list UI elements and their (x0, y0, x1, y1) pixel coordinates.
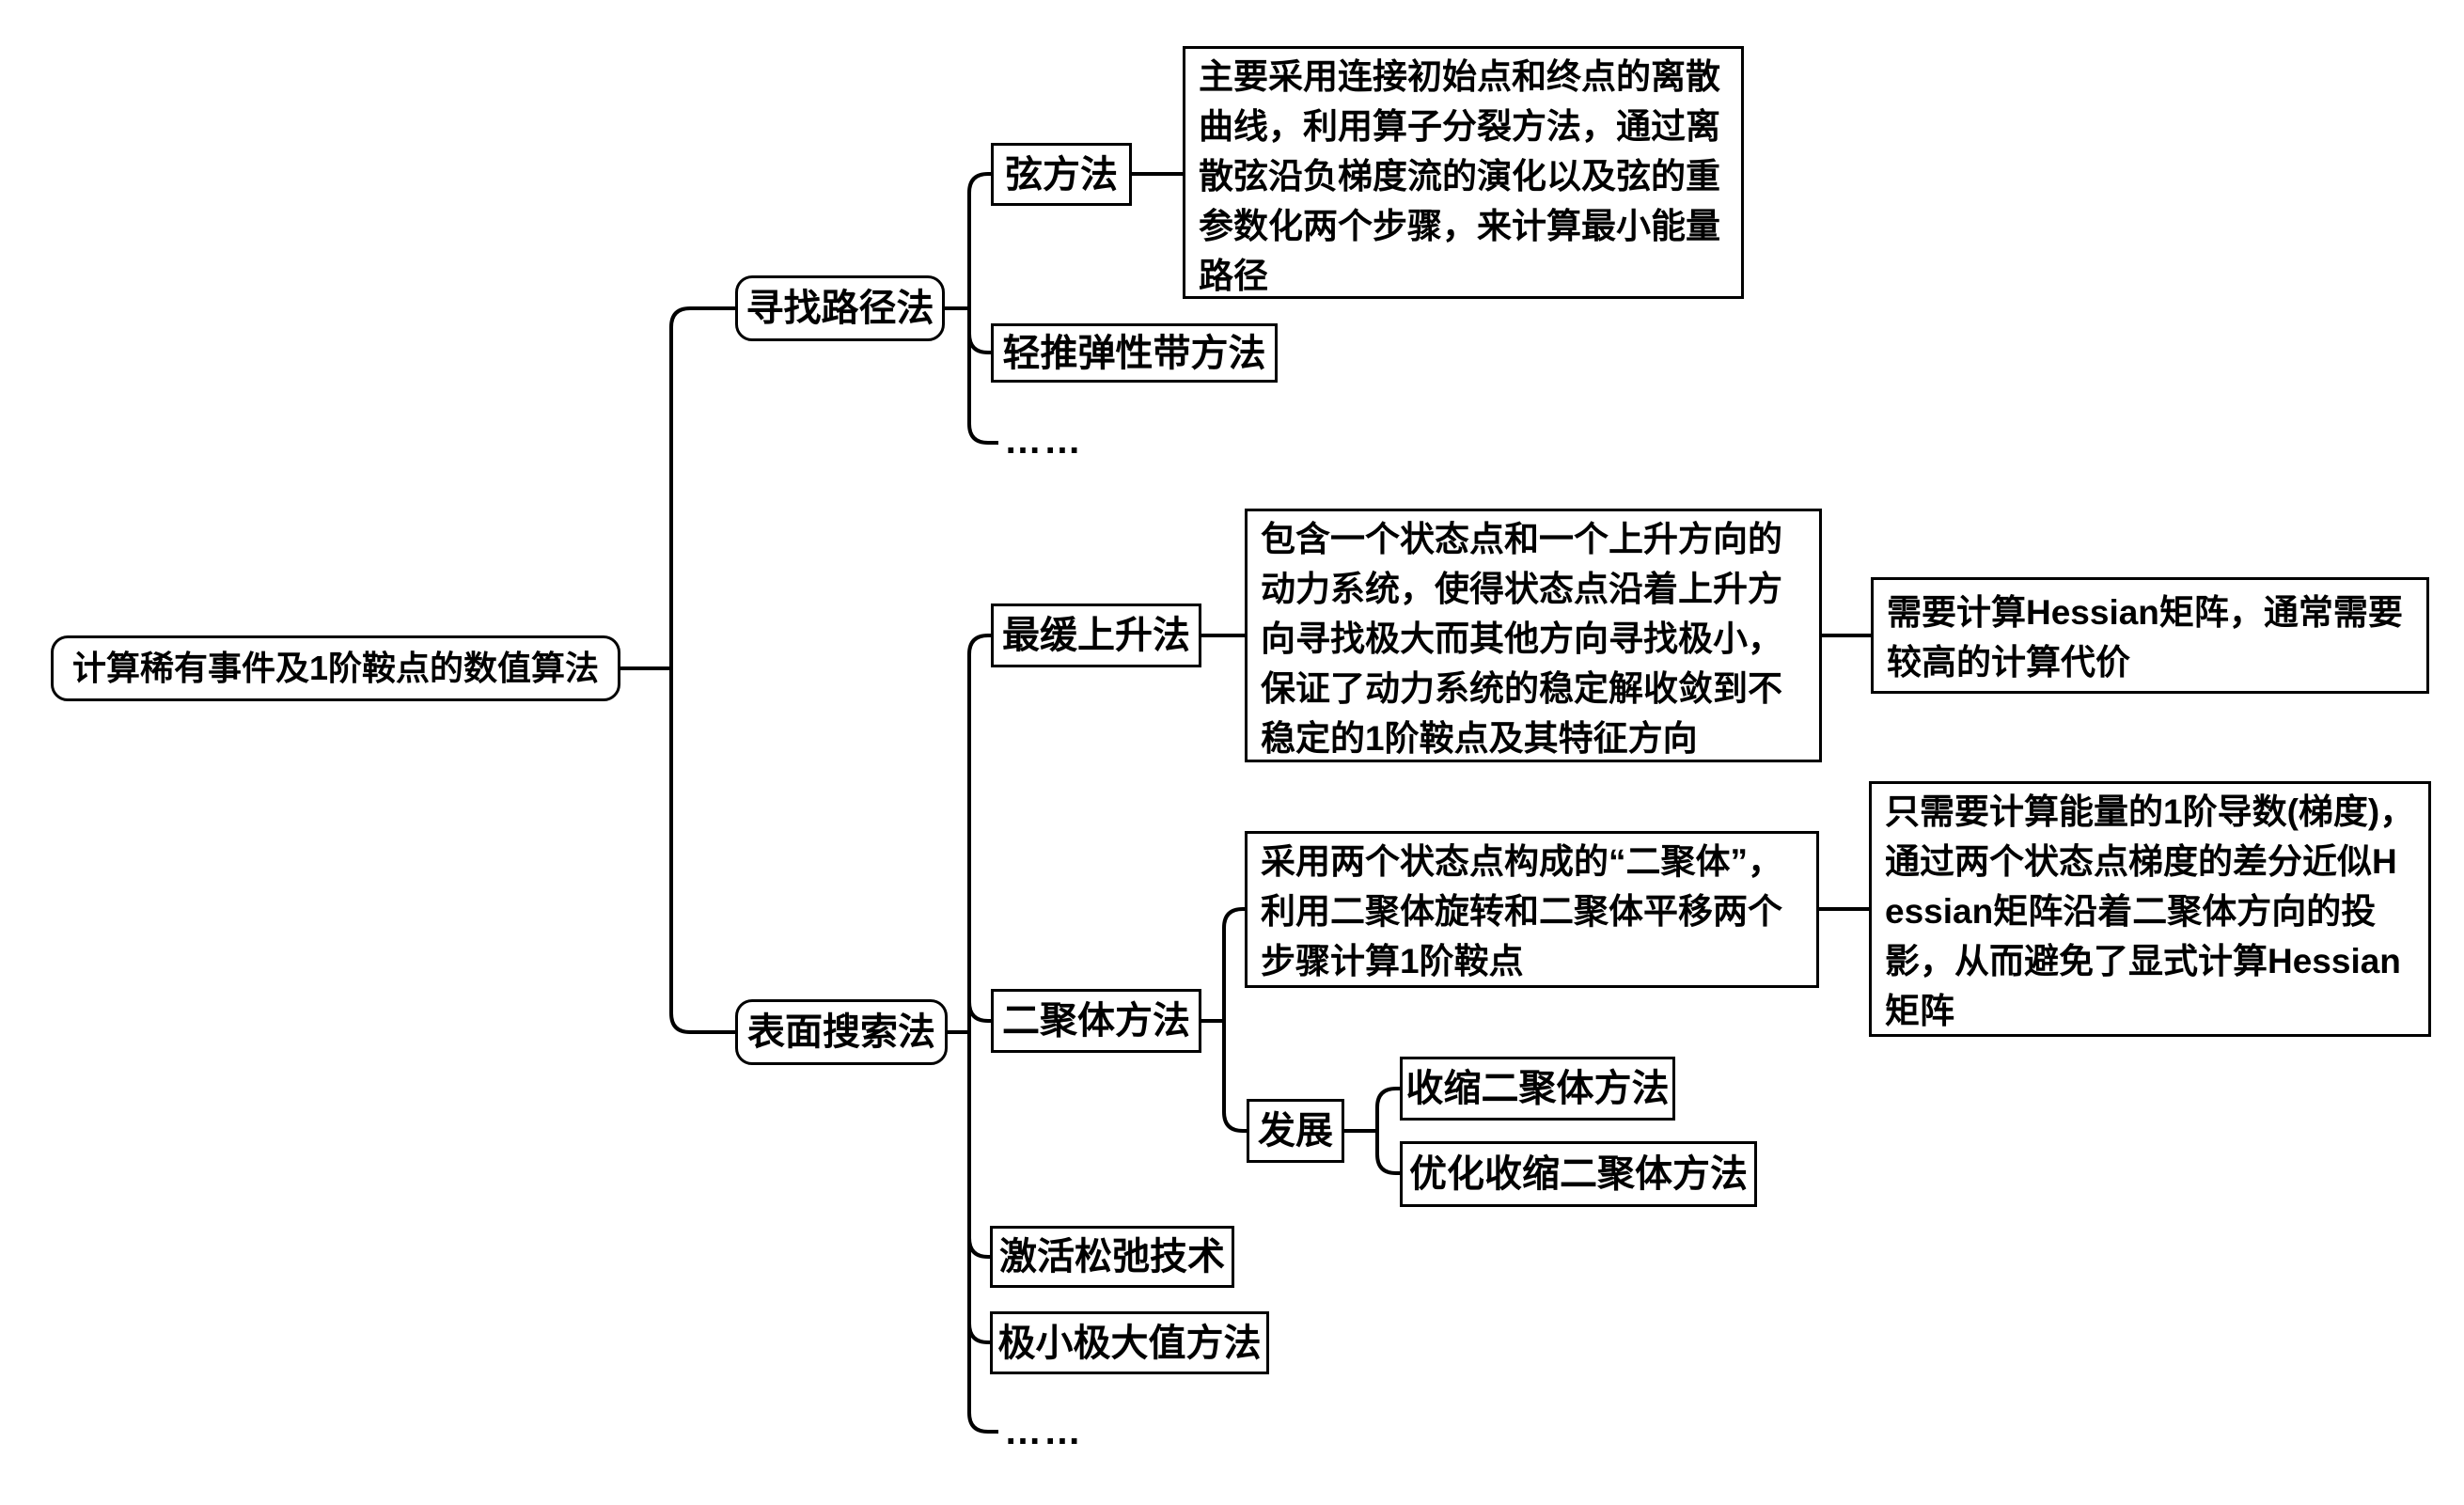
node-optimized-shrinking-dimer[interactable]: 优化收缩二聚体方法 (1400, 1141, 1757, 1207)
desc-gentlest-ascent[interactable]: 包含一个状态点和一个上升方向的动力系统，使得状态点沿着上升方向寻找极大而其他方向… (1245, 509, 1822, 762)
connector-art-branch (967, 1237, 991, 1259)
node-path-finding-ellipsis[interactable]: …… (1004, 420, 1083, 462)
connector-dimer-fork (1222, 907, 1247, 1133)
node-path-finding[interactable]: 寻找路径法 (735, 275, 945, 341)
node-string-method[interactable]: 弦方法 (991, 143, 1132, 206)
node-activation-relaxation[interactable]: 激活松弛技术 (990, 1226, 1234, 1288)
note-gentlest-ascent[interactable]: 需要计算Hessian矩阵，通常需要较高的计算代价 (1871, 577, 2429, 694)
connector-development-fork (1375, 1087, 1400, 1175)
connector-dimer-branch (967, 1001, 991, 1023)
node-nudged-elastic-band[interactable]: 轻推弹性带方法 (991, 323, 1278, 383)
root-node[interactable]: 计算稀有事件及1阶鞍点的数值算法 (51, 635, 620, 701)
connector-subtrunk-1 (967, 172, 998, 445)
node-surface-search[interactable]: 表面搜索法 (735, 999, 948, 1065)
node-development[interactable]: 发展 (1247, 1099, 1344, 1163)
connector-subtrunk-2 (967, 634, 998, 1434)
connector-main-trunk (669, 306, 735, 1034)
connector-neb-branch (967, 333, 991, 354)
node-gentlest-ascent[interactable]: 最缓上升法 (991, 604, 1201, 667)
note-dimer-method[interactable]: 只需要计算能量的1阶导数(梯度)，通过两个状态点梯度的差分近似Hessian矩阵… (1869, 781, 2431, 1037)
node-minimax-method[interactable]: 极小极大值方法 (990, 1311, 1269, 1374)
node-surface-search-ellipsis[interactable]: …… (1004, 1411, 1083, 1452)
desc-dimer-method[interactable]: 采用两个状态点构成的“二聚体”，利用二聚体旋转和二聚体平移两个步骤计算1阶鞍点 (1245, 831, 1819, 988)
node-dimer-method[interactable]: 二聚体方法 (991, 989, 1201, 1053)
node-shrinking-dimer[interactable]: 收缩二聚体方法 (1400, 1057, 1675, 1121)
connector-minimax-branch (967, 1323, 991, 1344)
desc-string-method[interactable]: 主要采用连接初始点和终点的离散曲线，利用算子分裂方法，通过离散弦沿负梯度流的演化… (1183, 46, 1744, 299)
